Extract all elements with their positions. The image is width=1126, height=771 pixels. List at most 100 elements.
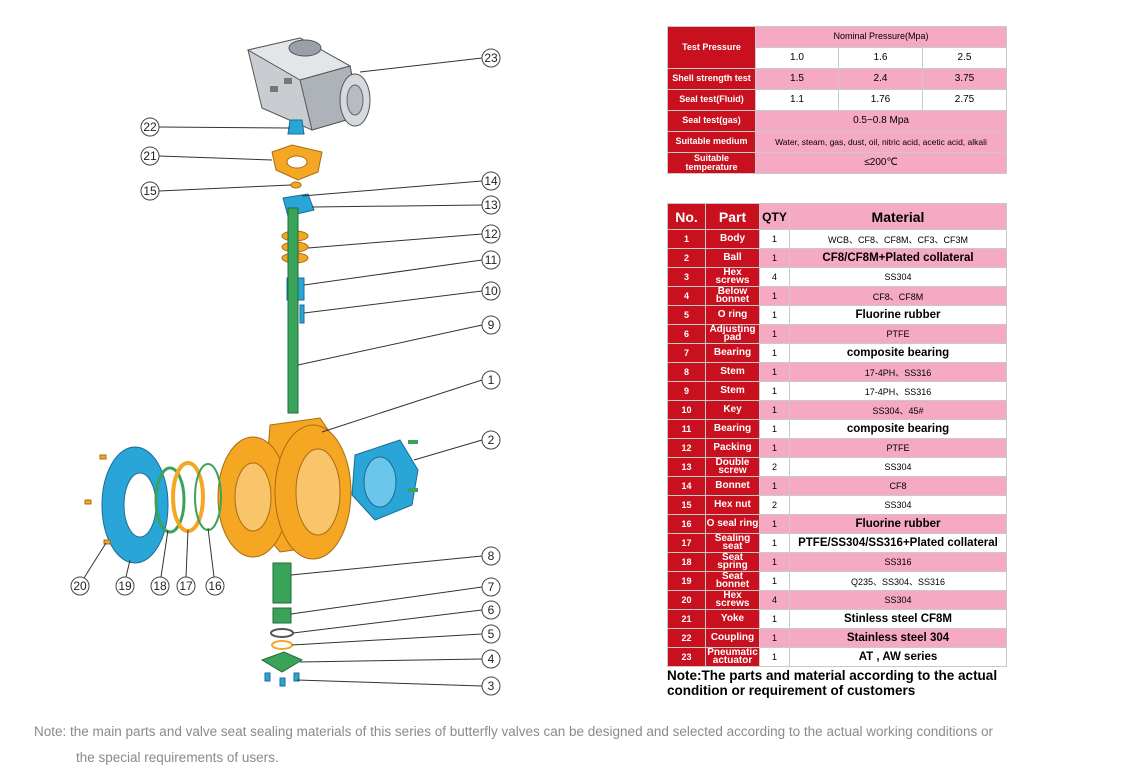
part-qty: 1 [759,248,790,268]
part-name: Seat spring [705,552,760,572]
part-material: composite bearing [789,419,1007,439]
part-material: CF8、CF8M [789,286,1007,306]
callout-2: 2 [413,430,501,461]
part-number: 15 [667,495,706,515]
part-qty: 1 [759,343,790,363]
part-number: 8 [667,362,706,382]
callout-11: 11 [303,250,501,286]
seat-spring-part [154,466,186,534]
svg-text:13: 13 [484,198,498,212]
callout-7: 7 [290,577,501,615]
part-material: Fluorine rubber [789,305,1007,325]
callout-1: 1 [321,370,501,433]
part-material: SS304 [789,457,1007,477]
callout-16: 16 [205,527,225,596]
part-material: SS316 [789,552,1007,572]
callout-20: 20 [70,542,107,596]
callout-17: 17 [176,529,196,596]
part-number: 19 [667,571,706,591]
part-number: 7 [667,343,706,363]
svg-text:5: 5 [488,627,495,641]
part-name: Stem [705,362,760,382]
stem-part [287,207,299,414]
part-name: Key [705,400,760,420]
part-qty: 1 [759,571,790,591]
part-number: 12 [667,438,706,458]
lower-bearing-part [272,607,292,624]
svg-text:12: 12 [484,227,498,241]
part-qty: 1 [759,362,790,382]
part-material: Stinless steel CF8M [789,609,1007,629]
test-pressure-label: Test Pressure [667,26,756,69]
part-qty: 1 [759,647,790,667]
medium-label: Suitable medium [667,131,756,153]
part-name: Hex nut [705,495,760,515]
part-number: 22 [667,628,706,648]
part-qty: 1 [759,552,790,572]
shell-value: 2.4 [838,68,923,90]
part-name: Pneumatic actuator [705,647,760,667]
svg-text:6: 6 [488,603,495,617]
seal-gas-value: 0.5~0.8 Mpa [755,110,1007,132]
ball-part [351,439,419,521]
part-number: 4 [667,286,706,306]
part-number: 16 [667,514,706,534]
lower-stem-part [272,562,292,604]
callout-10: 10 [303,281,501,314]
part-number: 1 [667,229,706,249]
part-qty: 1 [759,381,790,401]
part-material: Q235、SS304、SS316 [789,571,1007,591]
shell-value: 1.5 [755,68,839,90]
svg-text:16: 16 [208,579,222,593]
callout-15: 15 [140,181,292,201]
part-qty: 2 [759,457,790,477]
part-material: Stainless steel 304 [789,628,1007,648]
callout-22: 22 [140,117,291,137]
svg-text:8: 8 [488,549,495,563]
part-material: CF8 [789,476,1007,496]
part-number: 18 [667,552,706,572]
part-qty: 2 [759,495,790,515]
hex-nut-part [290,181,302,189]
part-qty: 1 [759,324,790,344]
part-qty: 4 [759,590,790,610]
adjusting-pad-part [270,628,294,638]
callout-3: 3 [296,676,501,696]
part-qty: 1 [759,438,790,458]
svg-text:22: 22 [143,120,157,134]
callout-13: 13 [311,195,501,215]
nominal-value: 2.5 [922,47,1007,69]
part-name: Hex screws [705,267,760,287]
callout-18: 18 [150,529,170,596]
part-name: O ring [705,305,760,325]
header-material: Material [789,203,1007,230]
part-material: PTFE [789,438,1007,458]
svg-text:15: 15 [143,184,157,198]
part-material: SS304 [789,495,1007,515]
callout-5: 5 [291,624,501,646]
part-material: CF8/CF8M+Plated collateral [789,248,1007,268]
nominal-value: 1.0 [755,47,839,69]
nominal-value: 1.6 [838,47,923,69]
temperature-value: ≤200℃ [755,152,1007,174]
svg-text:21: 21 [143,149,157,163]
svg-text:1: 1 [488,373,495,387]
hex-screws-part [84,454,111,545]
coupling-part [287,119,305,135]
part-name: Bearing [705,419,760,439]
parts-table-header: No. Part QTY Material [667,203,1007,230]
part-material: Fluorine rubber [789,514,1007,534]
key-part [299,304,305,324]
